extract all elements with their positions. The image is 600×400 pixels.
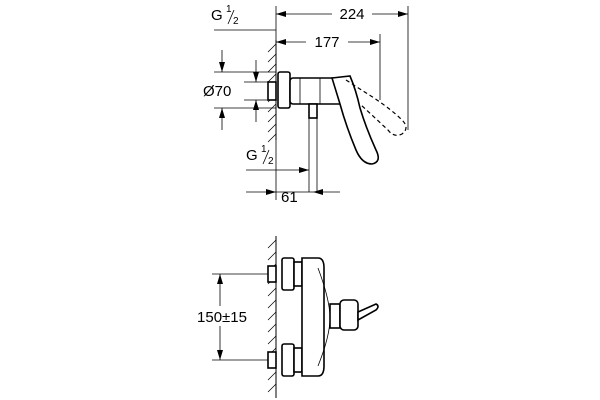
lower-escutcheon (281, 343, 295, 377)
thread-top-main: G (211, 7, 223, 24)
thread-bottom-main: G (246, 147, 258, 164)
cartridge (339, 299, 359, 331)
dim-177-label: 177 (314, 34, 339, 51)
lower-connector (293, 347, 303, 373)
dim-150-label: 150±15 (197, 309, 247, 326)
wall-front (267, 236, 277, 398)
thread-top-sub: 2 (233, 16, 239, 27)
lever-front (357, 303, 379, 322)
lower-nut (267, 351, 277, 369)
upper-connector (293, 261, 303, 287)
outlet-spout (308, 103, 318, 119)
dimension-224: 224 (275, 4, 409, 130)
thread-label-bottom: G 1 2 (246, 144, 309, 173)
escutcheon (277, 71, 291, 109)
dimension-150: 150±15 (186, 273, 268, 361)
dim-224-label: 224 (339, 6, 364, 23)
thread-bottom-sup: 1 (261, 144, 267, 155)
dimension-diameter-70: Ø70 (203, 50, 276, 130)
upper-escutcheon (281, 257, 295, 291)
front-view: 150±15 (186, 236, 379, 398)
wall-nut (267, 81, 277, 101)
thread-top-sup: 1 (226, 4, 232, 15)
dimension-177: 177 (276, 32, 381, 100)
dim-61-label: 61 (281, 189, 298, 206)
dim-diameter-label: Ø70 (203, 83, 231, 100)
thread-label-top: G 1 2 (211, 4, 276, 31)
dimension-61: 61 (246, 140, 340, 206)
cartridge-cap (329, 303, 341, 329)
mixer-body (301, 257, 325, 377)
lever-handle (330, 75, 380, 165)
upper-nut (267, 265, 277, 283)
thread-bottom-sub: 2 (268, 156, 274, 167)
handle-swing-outline (345, 79, 407, 136)
top-view: 224 177 G 1 2 (203, 4, 409, 206)
